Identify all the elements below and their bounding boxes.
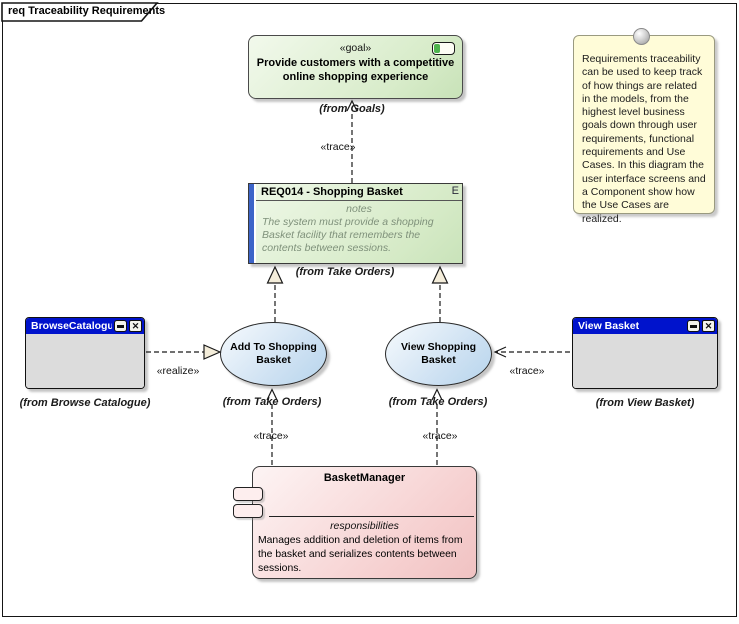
goal-stereotype: «goal» <box>339 42 372 54</box>
close-icon[interactable]: ✕ <box>702 320 715 332</box>
requirement-name: REQ014 - Shopping Basket <box>256 184 462 201</box>
usecase-add-to-basket[interactable]: Add To Shopping Basket <box>220 322 327 386</box>
note-text: Requirements traceability can be used to… <box>582 53 706 225</box>
view-window-titlebar: View Basket ✕ <box>573 318 717 334</box>
component-interface-icon <box>233 487 263 501</box>
note-pin-icon <box>633 28 650 45</box>
requirement-notes-label: notes <box>346 203 372 215</box>
component-description: Manages addition and deletion of items f… <box>258 535 463 574</box>
external-requirement-badge: E <box>451 185 459 197</box>
usecase-view-name: View Shopping Basket <box>400 341 477 366</box>
trace-label-view-screen: «trace» <box>509 365 545 377</box>
requirement-from-label: (from Take Orders) <box>295 266 395 278</box>
goal-from-label: (from Goals) <box>319 103 385 115</box>
browse-window-body <box>26 334 144 388</box>
component-interface-icon <box>233 504 263 518</box>
screen-browse-catalogue[interactable]: BrowseCatalogue ✕ <box>25 317 145 389</box>
usecase-view-from-label: (from Take Orders) <box>388 396 488 408</box>
browse-window-title: BrowseCatalogue <box>31 320 112 332</box>
goal-element[interactable]: «goal» Provide customers with a competit… <box>248 35 463 99</box>
requirement-element[interactable]: REQ014 - Shopping Basket E notes The sys… <box>248 183 463 264</box>
browse-from-label: (from Browse Catalogue) <box>19 397 151 409</box>
screen-view-basket[interactable]: View Basket ✕ <box>572 317 718 389</box>
close-icon[interactable]: ✕ <box>129 320 142 332</box>
view-window-body <box>573 334 717 388</box>
goal-name: Provide customers with a competitive onl… <box>256 57 455 83</box>
minimize-icon[interactable] <box>687 320 700 332</box>
browse-window-titlebar: BrowseCatalogue ✕ <box>26 318 144 334</box>
minimize-icon[interactable] <box>114 320 127 332</box>
trace-label-component-left: «trace» <box>253 430 289 442</box>
component-name: BasketManager <box>323 472 406 484</box>
usecase-add-name: Add To Shopping Basket <box>230 341 317 366</box>
goal-icon <box>432 42 455 55</box>
component-separator <box>269 516 474 517</box>
realize-label: «realize» <box>156 365 200 377</box>
view-window-title: View Basket <box>578 320 640 332</box>
trace-label-goal: «trace» <box>320 141 356 153</box>
usecase-add-from-label: (from Take Orders) <box>222 396 322 408</box>
trace-label-component-right: «trace» <box>422 430 458 442</box>
usecase-view-basket[interactable]: View Shopping Basket <box>385 322 492 386</box>
requirement-status-bar <box>249 184 256 263</box>
view-screen-from-label: (from View Basket) <box>595 397 695 409</box>
component-section-label: responsibilities <box>330 520 399 532</box>
diagram-frame <box>2 3 737 617</box>
frame-title: req Traceability Requirements <box>8 5 166 17</box>
note-element[interactable]: Requirements traceability can be used to… <box>573 35 715 225</box>
requirement-notes-text: The system must provide a shopping Baske… <box>262 216 434 254</box>
component-basket-manager[interactable]: BasketManager responsibilities Manages a… <box>252 466 477 579</box>
